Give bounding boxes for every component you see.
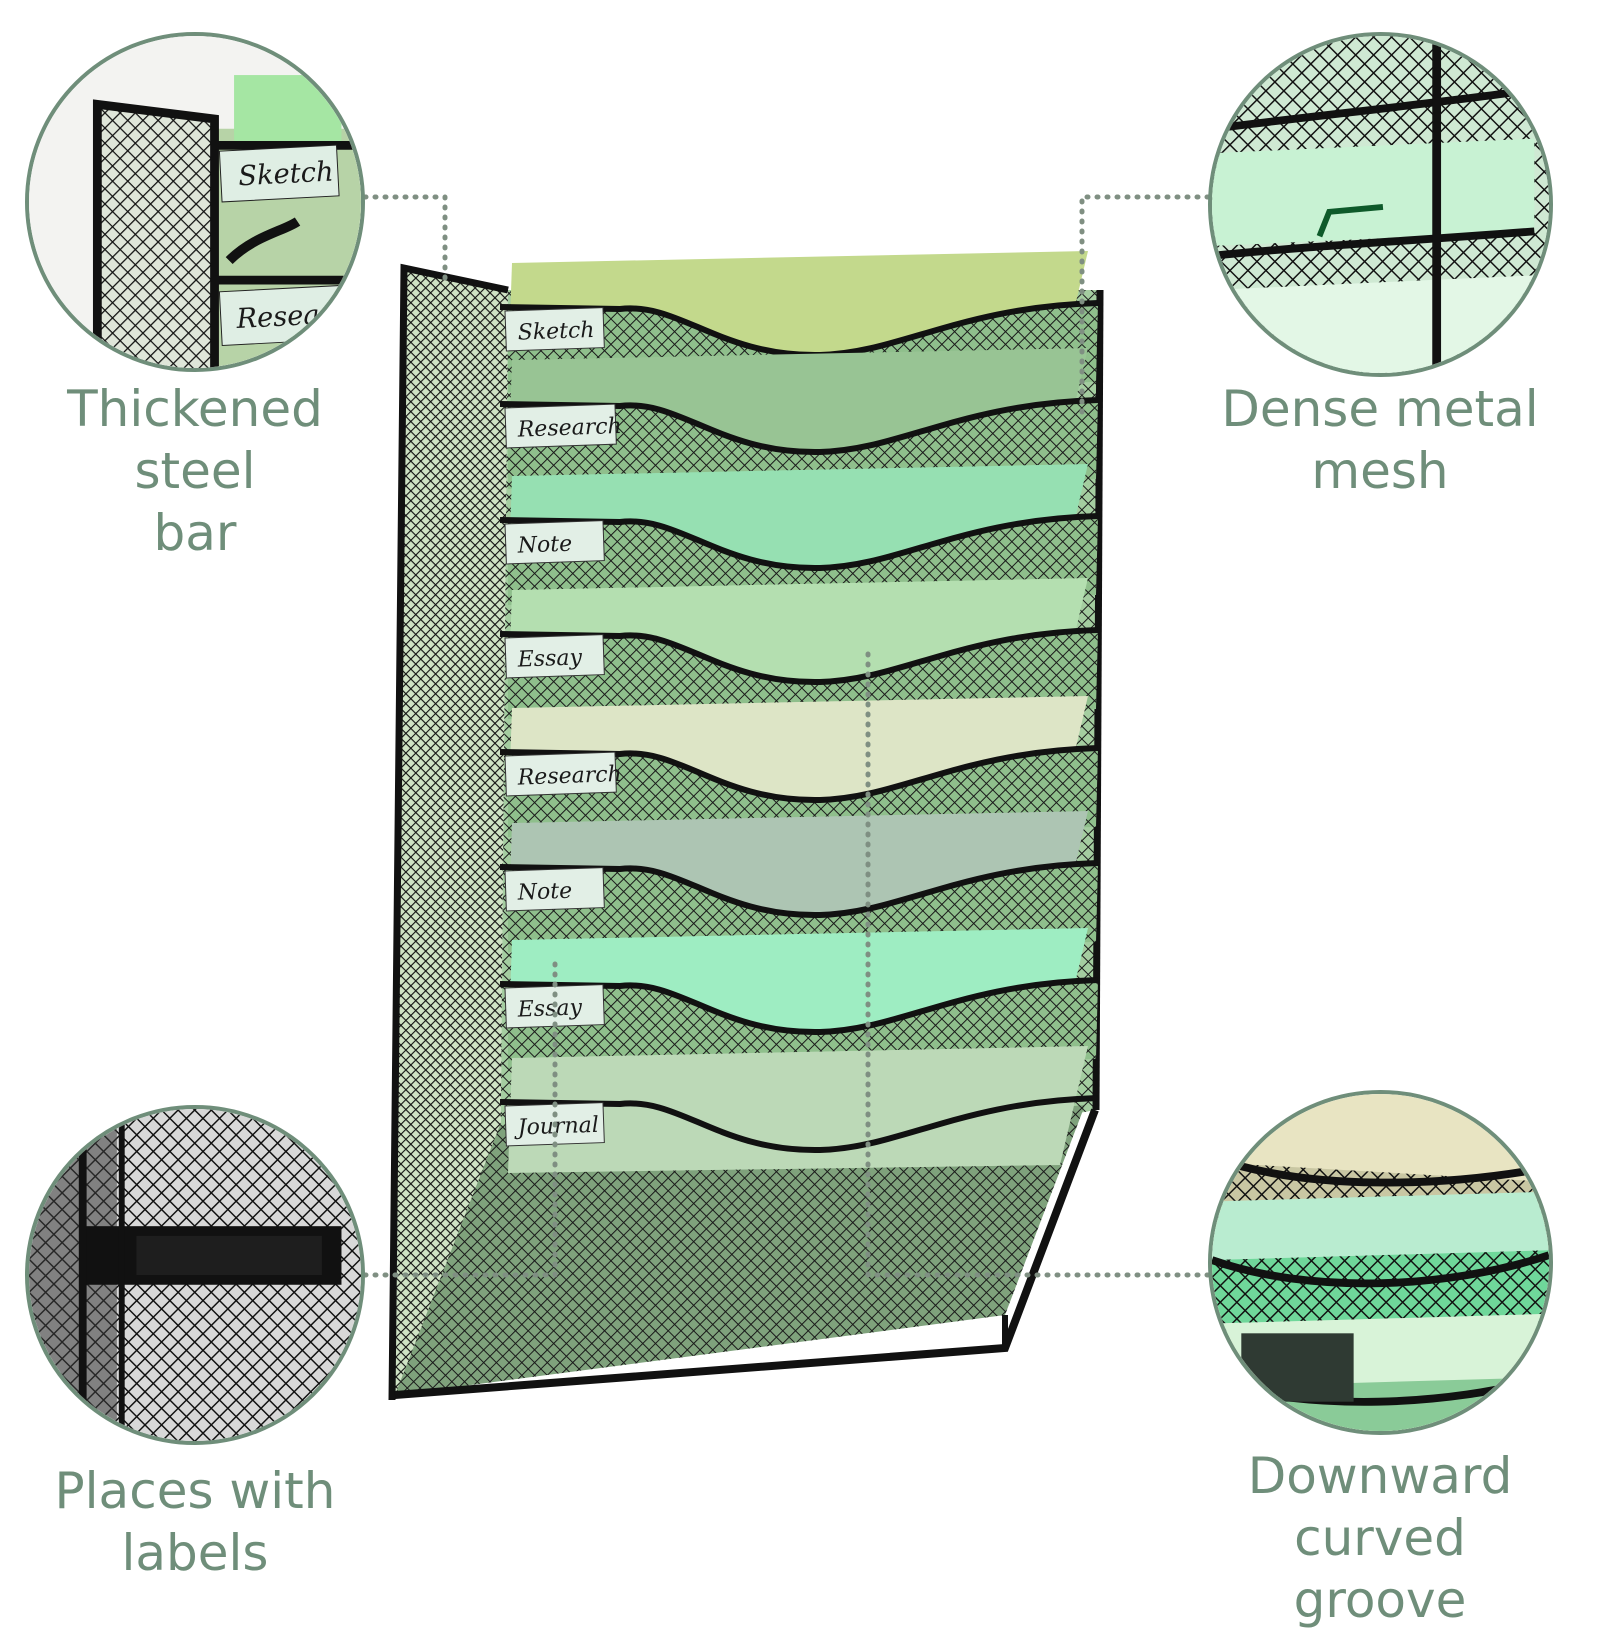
label-tab-text: Research [516, 414, 622, 443]
feature-label-curved-groove: Downward curved groove [1170, 1445, 1590, 1631]
steel-bar-zoom-image: Sketch Resear [29, 36, 361, 368]
pocket-rim-bar [499, 1095, 1099, 1154]
pocket-front-mesh [508, 400, 1098, 489]
label-slot-zoom-image [29, 1109, 361, 1441]
feature-label-line: mesh [1311, 442, 1449, 500]
feature-label-line: groove [1293, 1571, 1467, 1629]
pocket-rim-bar [499, 397, 1099, 456]
left-side-mesh-panel [388, 263, 509, 1401]
label-tab-text: Essay [516, 645, 583, 672]
paper-sheet [508, 1046, 1088, 1173]
feature-label-line: bar [153, 504, 237, 562]
label-tab-text: Sketch [517, 318, 595, 346]
feature-label-line: Dense metal [1221, 380, 1539, 438]
feature-label-steel-bar: Thickened steel bar [0, 378, 390, 564]
dense-mesh-zoom-image [1212, 36, 1549, 373]
feature-label-line: labels [121, 1524, 269, 1582]
pocket-rim-bar [499, 745, 1099, 804]
label-tab-text: Essay [516, 995, 583, 1022]
right-frame-bar [1092, 289, 1104, 1111]
feature-label-line: Places with [54, 1462, 336, 1520]
callout-circle-dense-mesh [1208, 32, 1553, 377]
callout-circle-label-places [25, 1105, 365, 1445]
pocket-tiers: SketchResearchNoteEssayResearchNoteEssay… [499, 251, 1099, 1173]
feature-label-line: Downward curved [1247, 1447, 1513, 1567]
bottom-pocket [394, 1105, 1099, 1399]
label-tab: Note [504, 867, 605, 912]
zoom-tab-label: Sketch [238, 156, 335, 192]
pocket-rim-bar [499, 627, 1099, 686]
label-tab: Research [504, 403, 622, 449]
label-tab: Sketch [504, 307, 605, 352]
feature-label-line: Thickened steel [67, 380, 323, 500]
pocket-rim-bar [499, 513, 1099, 572]
pocket-front-mesh [508, 630, 1098, 719]
pocket-front-mesh [508, 980, 1098, 1069]
callout-circle-curved-groove [1208, 1090, 1553, 1435]
pocket-rim-bar [499, 977, 1099, 1036]
callout-circle-steel-bar: Sketch Resear [25, 32, 365, 372]
pocket-rim-bar [499, 860, 1099, 919]
label-tab-text: Research [516, 762, 622, 791]
label-tab: Research [504, 751, 622, 797]
label-tab-text: Note [516, 532, 572, 559]
feature-label-dense-mesh: Dense metal mesh [1185, 378, 1575, 502]
label-tab-text: Note [516, 879, 572, 906]
curved-groove-zoom-image [1212, 1094, 1549, 1431]
label-tab: Essay [504, 634, 605, 679]
label-tab: Note [504, 520, 605, 565]
pocket-front-mesh [508, 863, 1098, 952]
feature-label-places-with-labels: Places with labels [0, 1460, 390, 1584]
